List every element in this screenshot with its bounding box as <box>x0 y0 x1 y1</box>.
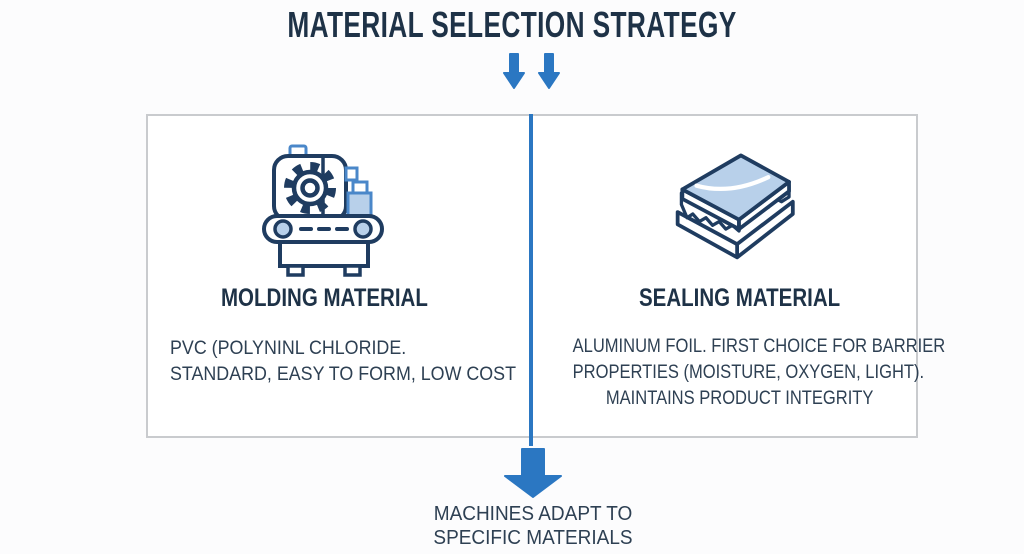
body-line: ALUMINUM FOIL. FIRST CHOICE FOR BARRIER <box>572 336 946 357</box>
body-line: STANDARD, EASY TO FORM, LOW COST <box>170 364 517 385</box>
panel-heading-molding: MOLDING MATERIAL <box>220 284 428 312</box>
panel-body-molding: PVC (POLYNINL CHLORIDE. STANDARD, EASY T… <box>170 336 516 388</box>
footer-caption: MACHINES ADAPT TO SPECIFIC MATERIALS <box>391 502 676 550</box>
molding-machine-icon <box>262 144 384 277</box>
page-title: MATERIAL SELECTION STRATEGY <box>287 4 737 45</box>
dual-down-arrows <box>38 53 1024 91</box>
panel-heading-sealing: SEALING MATERIAL <box>638 284 841 312</box>
caption-line: MACHINES ADAPT TO <box>433 503 633 525</box>
body-line: PVC (POLYNINL CHLORIDE. <box>170 338 407 359</box>
big-down-arrow-icon <box>504 448 562 498</box>
panel-body-sealing: ALUMINUM FOIL. FIRST CHOICE FOR BARRIER … <box>572 334 946 412</box>
body-line: PROPERTIES (MOISTURE, OXYGEN, LIGHT). <box>572 362 925 383</box>
caption-line: SPECIFIC MATERIALS <box>433 527 633 549</box>
body-line: MAINTAINS PRODUCT INTEGRITY <box>605 388 874 409</box>
center-divider-line <box>529 114 533 446</box>
panel-molding: MOLDING MATERIAL PVC (POLYNINL CHLORIDE.… <box>148 116 532 436</box>
sealing-foil-stack-icon <box>675 153 795 260</box>
down-arrow-icon <box>537 53 560 89</box>
down-arrow-icon <box>502 53 525 89</box>
panel-sealing: SEALING MATERIAL ALUMINUM FOIL. FIRST CH… <box>532 116 946 436</box>
